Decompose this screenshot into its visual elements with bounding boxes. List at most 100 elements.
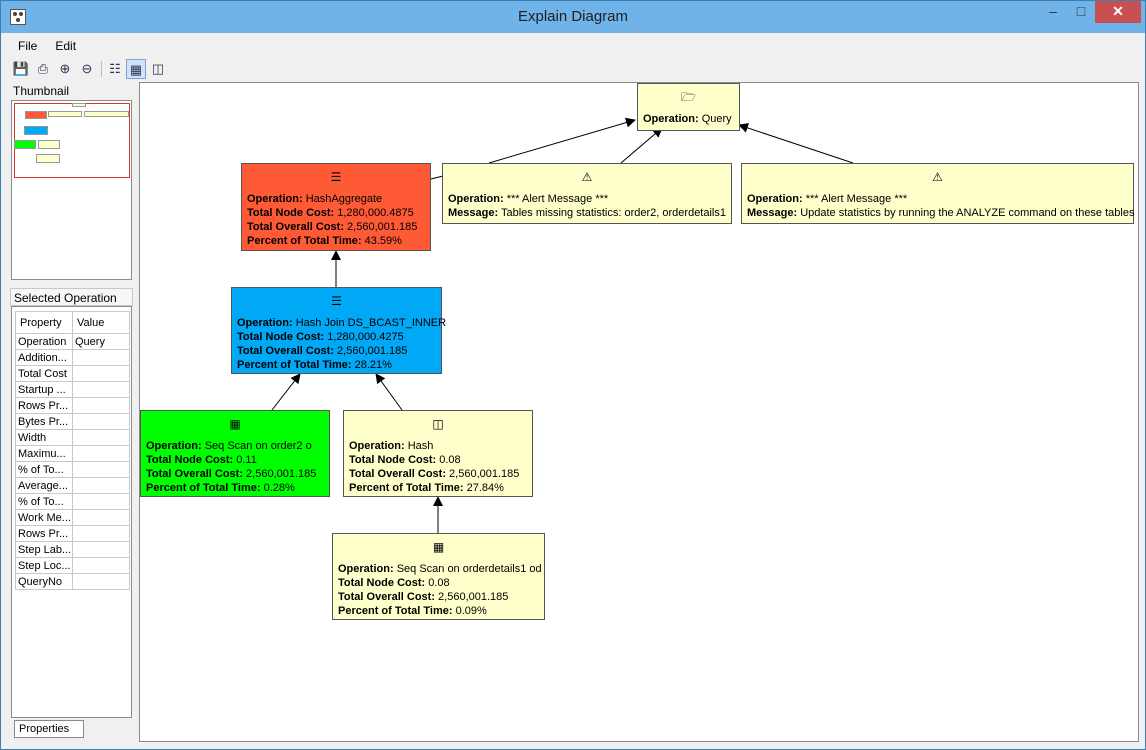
property-row[interactable]: % of To... [15, 461, 130, 478]
hashjoin-overall-cost: Total Overall Cost: 2,560,001.185 [237, 345, 408, 357]
property-name: Maximu... [15, 445, 73, 462]
hash-percent: Percent of Total Time: 27.84% [349, 482, 504, 494]
property-row[interactable]: Startup ... [15, 381, 130, 398]
property-name: Average... [15, 477, 73, 494]
connector-hashagg-query [430, 175, 444, 180]
print-icon: ⎙ [37, 61, 49, 76]
column-header-value[interactable]: Value [72, 311, 130, 334]
property-name: Step Loc... [15, 557, 73, 574]
menu-edit[interactable]: Edit [55, 39, 77, 53]
vertical-layout-icon: ▦ [129, 62, 143, 77]
save-icon: 💾 [12, 61, 30, 76]
property-name: % of To... [15, 493, 73, 510]
property-name: Addition... [15, 349, 73, 366]
tree-layout-button[interactable]: ☷ [105, 59, 125, 79]
property-value [72, 381, 130, 398]
property-row[interactable]: Total Cost [15, 365, 130, 382]
mini-node-hashagg [25, 111, 47, 119]
node-hash-join[interactable]: ☰ Operation: Hash Join DS_BCAST_INNER To… [231, 287, 447, 374]
menu-bar: File Edit [9, 37, 85, 57]
property-value [72, 397, 130, 414]
property-row[interactable]: Work Me... [15, 509, 130, 526]
join-icon: ☰ [331, 294, 342, 308]
horizontal-layout-button[interactable]: ◫ [148, 59, 168, 79]
selected-operation-title: Selected Operation [10, 288, 133, 306]
maximize-button[interactable]: □ [1067, 1, 1095, 23]
tree-layout-icon: ☷ [109, 61, 121, 76]
node-query-operation: Operation: Query [643, 113, 732, 125]
hashagg-node-cost: Total Node Cost: 1,280,000.4875 [247, 207, 414, 219]
property-row[interactable]: Maximu... [15, 445, 130, 462]
seqscan-order2-node-cost: Total Node Cost: 0.11 [146, 454, 257, 466]
vertical-layout-button[interactable]: ▦ [126, 59, 146, 79]
title-bar[interactable]: Explain Diagram – □ ✕ [1, 1, 1145, 33]
hash-operation: Operation: Hash [349, 440, 434, 452]
property-row[interactable]: Step Lab... [15, 541, 130, 558]
node-hashaggregate[interactable]: ☰ Operation: HashAggregate Total Node Co… [241, 163, 431, 251]
connector-alert1b-query [620, 127, 663, 164]
property-value [72, 493, 130, 510]
property-row[interactable]: Addition... [15, 349, 130, 366]
close-button[interactable]: ✕ [1095, 1, 1141, 23]
property-value [72, 365, 130, 382]
zoom-in-icon: ⊕ [59, 61, 71, 76]
property-name: Step Lab... [15, 541, 73, 558]
property-row[interactable]: QueryNo [15, 573, 130, 590]
column-header-property[interactable]: Property [15, 311, 73, 334]
connector-seqscan-hashjoin [271, 373, 301, 411]
property-name: Bytes Pr... [15, 413, 73, 430]
toolbar: 💾 ⎙ ⊕ ⊖ ☷ ▦ ◫ [9, 58, 1139, 80]
save-button[interactable]: 💾 [11, 59, 31, 79]
property-value [72, 541, 130, 558]
node-hash[interactable]: ◫ Operation: Hash Total Node Cost: 0.08 … [343, 410, 533, 497]
seqscan-od-percent: Percent of Total Time: 0.09% [338, 605, 487, 617]
app-icon [10, 9, 26, 25]
seqscan-od-operation: Operation: Seq Scan on orderdetails1 od [338, 563, 542, 575]
property-name: Work Me... [15, 509, 73, 526]
connector-lines [271, 117, 854, 533]
mini-node-hash [38, 140, 60, 149]
property-row[interactable]: Average... [15, 477, 130, 494]
property-name: Startup ... [15, 381, 73, 398]
property-name: Width [15, 429, 73, 446]
zoom-out-button[interactable]: ⊖ [77, 59, 97, 79]
node-alert-missing-stats[interactable]: ⚠ Operation: *** Alert Message *** Messa… [442, 163, 732, 224]
property-name: Total Cost [15, 365, 73, 382]
property-value [72, 525, 130, 542]
seqscan-order2-overall-cost: Total Overall Cost: 2,560,001.185 [146, 468, 317, 480]
hashjoin-node-cost: Total Node Cost: 1,280,000.4275 [237, 331, 404, 343]
property-name: Operation [15, 333, 73, 350]
zoom-in-button[interactable]: ⊕ [55, 59, 75, 79]
thumbnail-view[interactable] [11, 100, 132, 280]
diagram-canvas[interactable]: 🗁 Operation: Query ⚠ Operation: *** Aler… [139, 82, 1139, 742]
alert2-operation: Operation: *** Alert Message *** [747, 193, 908, 205]
menu-file[interactable]: File [18, 39, 38, 53]
property-row[interactable]: Rows Pr... [15, 397, 130, 414]
node-query[interactable]: 🗁 Operation: Query [637, 83, 740, 131]
warning-icon: ⚠ [581, 170, 593, 184]
property-row[interactable]: Bytes Pr... [15, 413, 130, 430]
mini-node-hashjoin [24, 126, 48, 135]
node-seq-scan-orderdetails1[interactable]: ▦ Operation: Seq Scan on orderdetails1 o… [332, 533, 545, 620]
properties-tab[interactable]: Properties [14, 720, 84, 738]
hashagg-overall-cost: Total Overall Cost: 2,560,001.185 [247, 221, 418, 233]
mini-node-seqscan-order2 [14, 140, 36, 149]
minimize-button[interactable]: – [1039, 1, 1067, 23]
mini-node-alert1 [48, 111, 82, 117]
hashjoin-operation: Operation: Hash Join DS_BCAST_INNER [237, 317, 447, 329]
hash-node-cost: Total Node Cost: 0.08 [349, 454, 461, 466]
property-row[interactable]: % of To... [15, 493, 130, 510]
property-row[interactable]: Width [15, 429, 130, 446]
print-button[interactable]: ⎙ [33, 59, 53, 79]
property-row[interactable]: Rows Pr... [15, 525, 130, 542]
property-row[interactable]: Step Loc... [15, 557, 130, 574]
node-alert-update-stats[interactable]: ⚠ Operation: *** Alert Message *** Messa… [741, 163, 1134, 224]
node-seq-scan-order2[interactable]: ▦ Operation: Seq Scan on order2 o Total … [140, 410, 330, 497]
window-title: Explain Diagram [517, 8, 629, 25]
minimize-icon: – [1049, 3, 1057, 19]
property-name: QueryNo [15, 573, 73, 590]
seqscan-od-overall-cost: Total Overall Cost: 2,560,001.185 [338, 591, 509, 603]
mini-node-seqscan-od [36, 154, 60, 163]
